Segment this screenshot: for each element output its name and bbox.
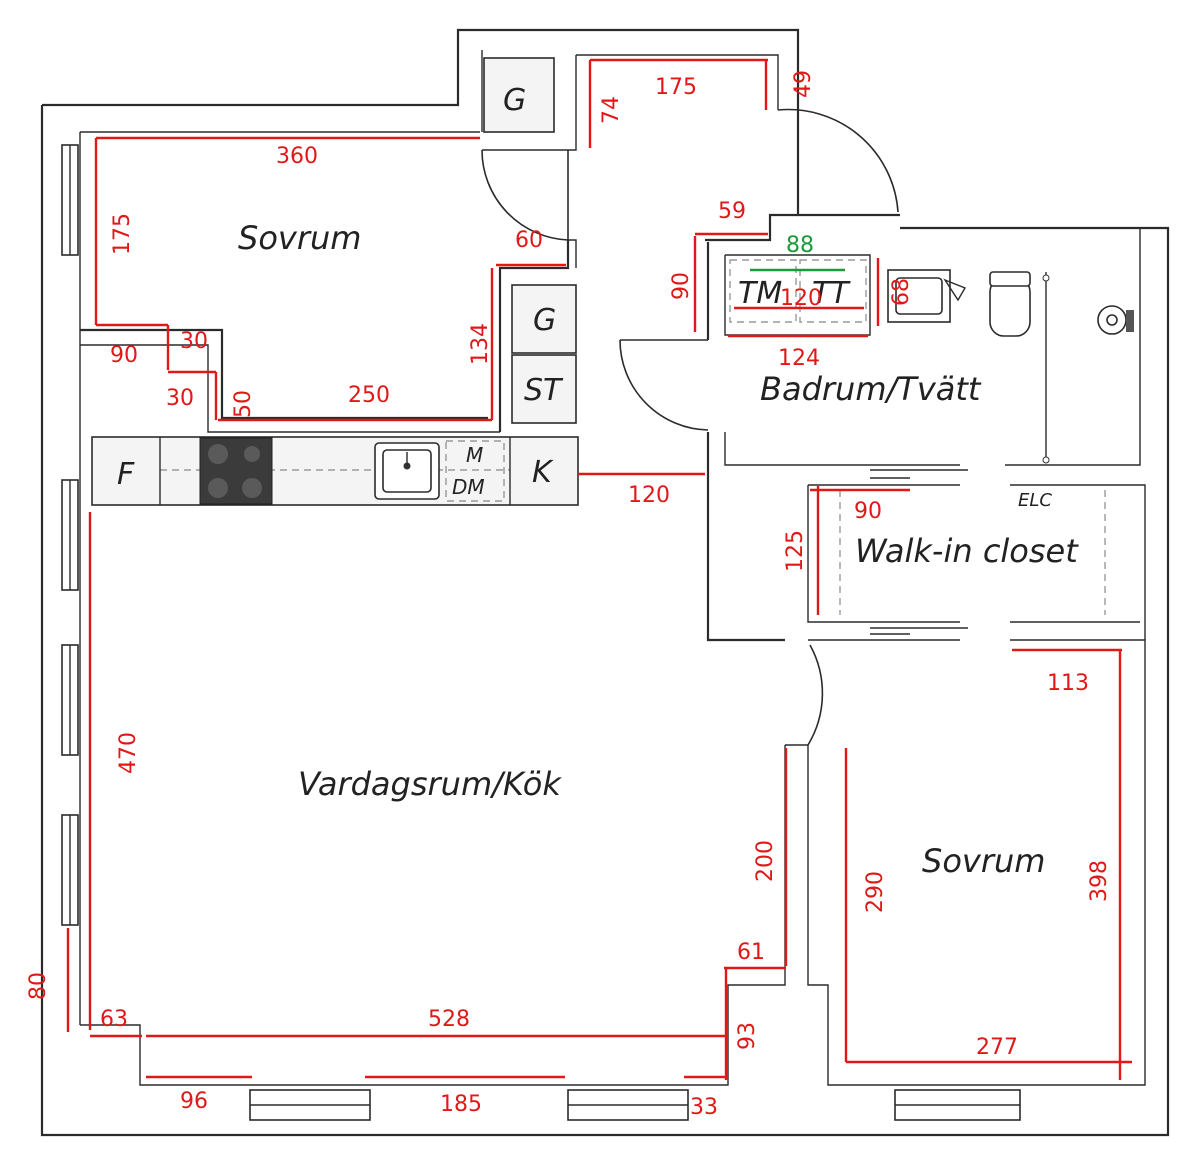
dim-470: 470: [116, 732, 141, 774]
dim-60: 60: [515, 228, 543, 253]
dim-74: 74: [599, 96, 624, 124]
dim-90-closet: 90: [854, 499, 882, 524]
dim-360: 360: [276, 144, 318, 169]
fixture-label-m: M: [466, 443, 483, 467]
dim-290: 290: [863, 871, 888, 913]
room-label-closet: Walk-in closet: [855, 532, 1079, 570]
dim-96: 96: [180, 1089, 208, 1114]
dim-59: 59: [718, 199, 746, 224]
dim-528: 528: [428, 1007, 470, 1032]
fixture-label-g-top: G: [503, 83, 526, 118]
windows-bottom: [249, 1089, 1021, 1121]
dim-120-hall: 120: [628, 483, 670, 508]
dim-50: 50: [231, 390, 256, 418]
dim-175-left: 175: [110, 213, 135, 255]
dim-398: 398: [1087, 860, 1112, 902]
dim-124: 124: [778, 346, 820, 371]
dim-61: 61: [737, 940, 765, 965]
dim-175-top: 175: [655, 75, 697, 100]
room-label-sovrum-right: Sovrum: [922, 842, 1045, 880]
dim-30-a: 30: [180, 329, 208, 354]
room-label-bath: Badrum/Tvätt: [760, 370, 982, 408]
windows-left: [61, 144, 79, 926]
dimension-lines: [66, 58, 1132, 1080]
dim-63: 63: [100, 1007, 128, 1032]
closet-rails: [839, 490, 1106, 615]
fixture-label-g-mid: G: [533, 303, 556, 338]
fixture-label-k: K: [532, 455, 554, 490]
dim-277: 277: [976, 1035, 1018, 1060]
dim-134: 134: [468, 323, 493, 365]
dim-30-b: 30: [166, 386, 194, 411]
sliding-doors: [870, 469, 968, 635]
dim-80: 80: [26, 972, 51, 1000]
bathroom-fixtures: [729, 259, 1134, 464]
dim-49: 49: [791, 70, 816, 98]
fixture-label-tt: TT: [812, 276, 851, 311]
walls: [40, 28, 1170, 1137]
dim-185: 185: [440, 1092, 482, 1117]
dim-125: 125: [783, 530, 808, 572]
dim-33: 33: [690, 1095, 718, 1120]
dim-250: 250: [348, 383, 390, 408]
fixture-label-st: ST: [524, 373, 564, 408]
fixture-label-f: F: [117, 457, 135, 492]
dim-90: 90: [110, 343, 138, 368]
dim-200: 200: [753, 840, 778, 882]
room-label-sovrum-top: Sovrum: [238, 219, 361, 257]
doors: [481, 108, 899, 746]
room-label-living: Vardagsrum/Kök: [298, 765, 562, 803]
kitchen-counter: [91, 57, 579, 506]
fixture-label-tm: TM: [738, 276, 782, 311]
dim-113: 113: [1047, 671, 1089, 696]
fixture-label-dm: DM: [452, 475, 485, 499]
dim-68: 68: [889, 278, 914, 306]
dim-90-bath: 90: [669, 272, 694, 300]
dim-93: 93: [735, 1022, 760, 1050]
fixture-label-elc: ELC: [1018, 490, 1052, 511]
dim-88: 88: [786, 233, 814, 258]
dim-120-bath: 120: [780, 286, 822, 311]
